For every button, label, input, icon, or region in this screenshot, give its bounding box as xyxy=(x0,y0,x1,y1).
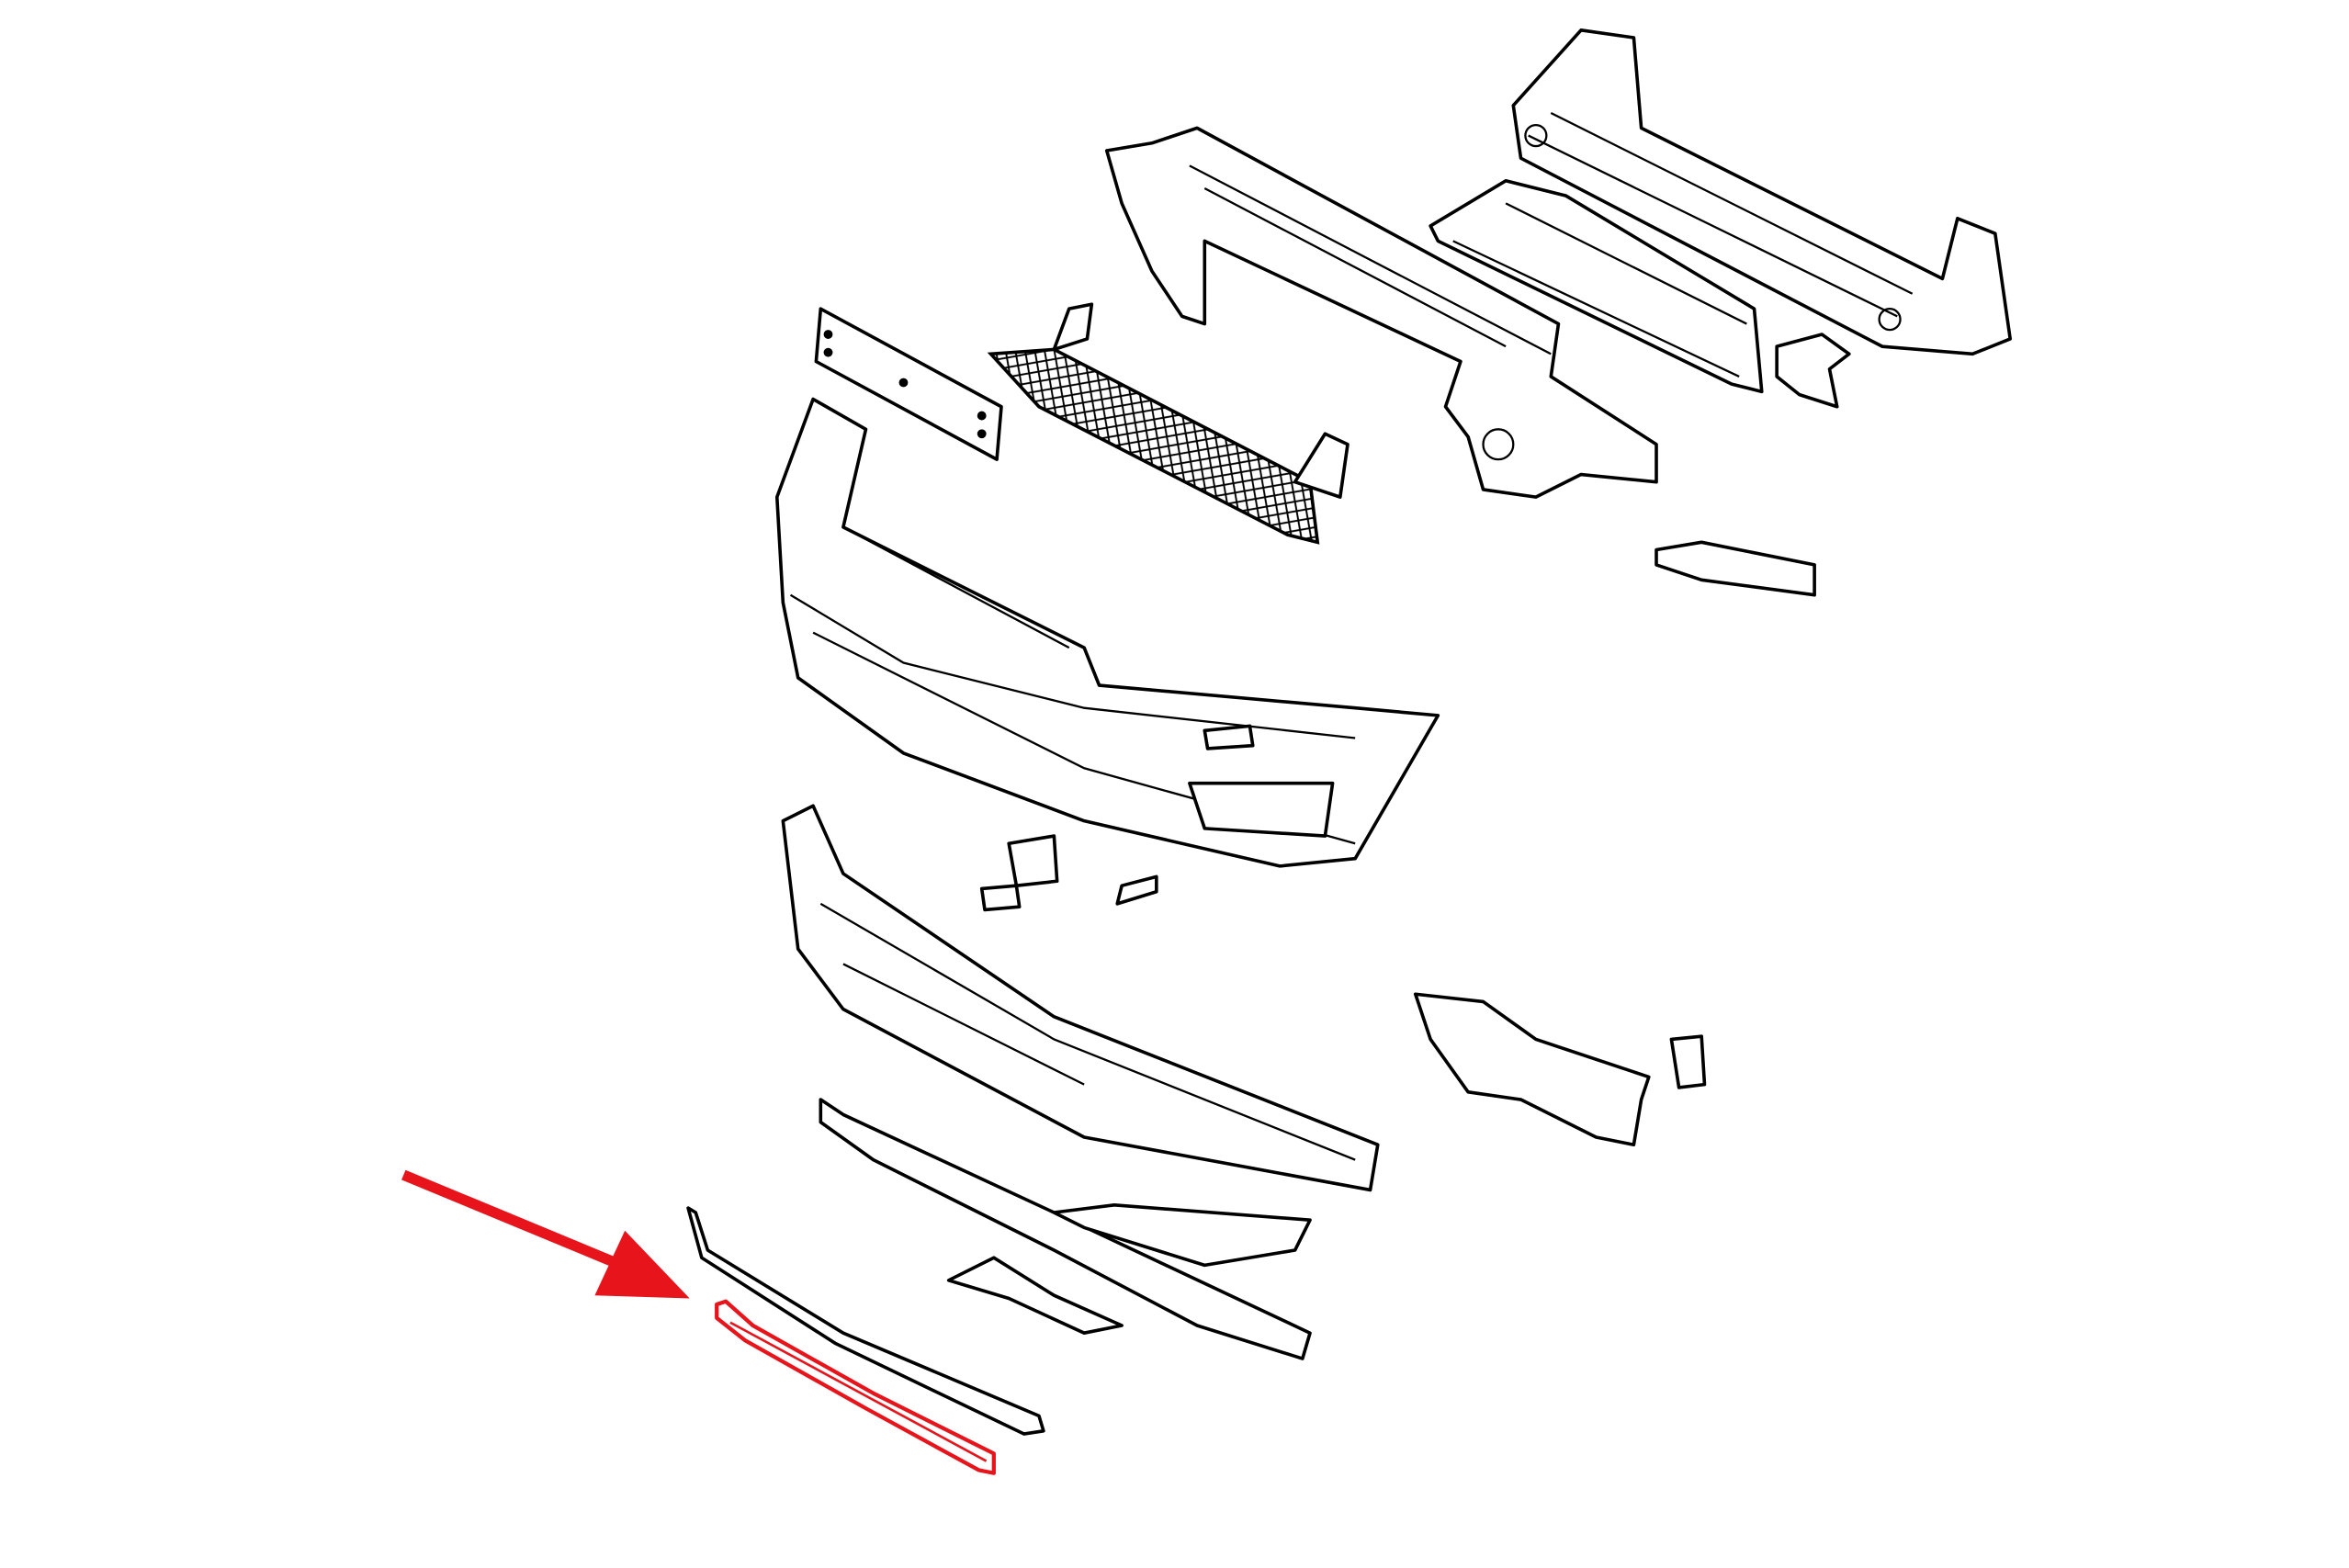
highlighted-trim-strip xyxy=(715,1299,996,1475)
bumper-carrier-beam xyxy=(1104,126,1658,499)
lower-grille-mesh xyxy=(987,302,1350,545)
rear-reinforcement-beam xyxy=(1511,28,2013,356)
lower-spoiler-trim xyxy=(819,1098,1312,1360)
lower-trim-strip xyxy=(686,1206,1045,1436)
red-pointer-arrow-icon xyxy=(401,1169,690,1299)
side-guide-brackets xyxy=(1413,992,1707,1147)
front-bumper-cover xyxy=(774,397,1440,868)
tow-hook-cover-parts xyxy=(979,834,1158,912)
lower-bumper-section xyxy=(781,804,1380,1192)
energy-absorber xyxy=(1429,178,1764,394)
bumper-mount-bracket-right xyxy=(1654,333,1851,597)
license-plate-bracket xyxy=(814,307,1003,461)
